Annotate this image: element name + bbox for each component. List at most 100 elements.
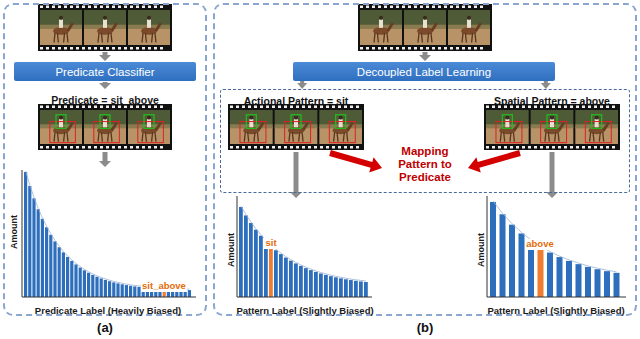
- sprocket-hole: [378, 6, 381, 9]
- bushes: [40, 25, 82, 29]
- rider-body: [147, 19, 151, 27]
- bar: [604, 271, 610, 297]
- horse-body: [97, 27, 113, 35]
- tree-background: [404, 10, 446, 28]
- sprocket-hole: [582, 146, 585, 149]
- rider-head: [59, 16, 63, 20]
- flow-arrow: [99, 152, 111, 167]
- bar: [249, 223, 253, 297]
- horse-body: [333, 127, 349, 134]
- sprocket-hole: [600, 146, 603, 149]
- tree-background: [40, 10, 82, 28]
- rider-head: [595, 115, 599, 119]
- horse-leg: [558, 132, 559, 141]
- bushes: [275, 124, 318, 128]
- sprocket-hole: [612, 106, 615, 109]
- sprocket-hole: [384, 47, 387, 50]
- sprocket-hole: [118, 6, 121, 9]
- sprocket-hole: [326, 146, 329, 149]
- text-holder: Spatial Pattern = above: [482, 91, 622, 109]
- sprocket-hole: [154, 47, 157, 50]
- sprocket-hole: [64, 146, 67, 149]
- sprocket-hole: [242, 146, 245, 149]
- bar: [359, 281, 363, 297]
- sprocket-hole: [450, 47, 453, 50]
- sprocket-hole: [408, 47, 411, 50]
- sprocket-hole: [160, 47, 163, 50]
- bar: [87, 273, 90, 297]
- sprocket-hole: [432, 6, 435, 9]
- sprocket-hole: [76, 146, 79, 149]
- sprocket-hole: [112, 6, 115, 9]
- bushes: [360, 25, 402, 29]
- horse-leg: [510, 132, 511, 141]
- label-holder: Predicate = sit_above: [10, 90, 200, 108]
- rider-body: [595, 119, 599, 127]
- sprocket-hole: [462, 6, 465, 9]
- horse-leg: [513, 132, 514, 141]
- rider-head: [550, 115, 554, 119]
- bar: [91, 275, 94, 297]
- horse-leg: [387, 33, 388, 43]
- trend-line: [26, 171, 190, 289]
- rider-head: [249, 115, 253, 119]
- horse-head: [155, 122, 162, 131]
- axis-title: Predicate Label (Heavily Biased): [35, 306, 181, 317]
- box-title: Predicate Classifier: [55, 66, 154, 78]
- ground: [40, 127, 82, 144]
- ground: [404, 28, 446, 46]
- horse-leg: [152, 132, 153, 141]
- sprocket-hole: [360, 6, 363, 9]
- sprocket-hole: [588, 146, 591, 149]
- bar: [28, 186, 31, 297]
- rider-bounding-box: [291, 115, 301, 129]
- horse-leg: [431, 33, 432, 43]
- ground: [84, 127, 126, 144]
- bar: [264, 241, 268, 297]
- horse-leg: [292, 132, 293, 141]
- horse-leg: [108, 132, 109, 141]
- bar: [112, 282, 115, 297]
- sprocket-hole: [408, 6, 411, 9]
- sprocket-hole: [510, 146, 513, 149]
- sprocket-hole: [94, 6, 97, 9]
- sprocket-hole: [236, 146, 239, 149]
- rider-bounding-box: [144, 115, 154, 129]
- flow-arrow: [419, 52, 431, 61]
- horse-leg: [472, 33, 473, 43]
- tree-background: [531, 110, 574, 127]
- sprocket-hole: [356, 106, 359, 109]
- bar-chart: [22, 170, 196, 297]
- predicate-result: Predicate = sit_above: [51, 94, 159, 106]
- bar: [239, 207, 243, 297]
- sprocket-hole: [372, 6, 375, 9]
- ground: [486, 127, 529, 144]
- sprocket-hole: [426, 47, 429, 50]
- label-holder: sit: [256, 232, 286, 250]
- bar: [125, 285, 128, 297]
- horse-bounding-box: [94, 122, 120, 143]
- bushes: [128, 124, 170, 128]
- label-holder: Amount: [223, 220, 235, 280]
- horse-head: [257, 122, 264, 131]
- sprocket-hole: [522, 146, 525, 149]
- sprocket-hole: [552, 146, 555, 149]
- label-holder: sit_above: [136, 275, 192, 293]
- bar: [490, 202, 496, 297]
- bar: [349, 280, 353, 297]
- ground: [230, 127, 273, 144]
- arrowhead: [541, 83, 551, 89]
- horse-leg: [57, 33, 58, 43]
- ground: [575, 127, 618, 144]
- bar: [319, 273, 323, 297]
- bar-chart: [237, 196, 372, 297]
- sprocket-hole: [112, 47, 115, 50]
- sprocket-hole: [438, 47, 441, 50]
- bar: [500, 214, 506, 297]
- horse-body: [461, 27, 477, 35]
- bar: [104, 280, 107, 297]
- sprocket-hole: [444, 47, 447, 50]
- film-strip: [484, 104, 620, 150]
- sprocket-hole: [432, 47, 435, 50]
- sprocket-hole: [420, 6, 423, 9]
